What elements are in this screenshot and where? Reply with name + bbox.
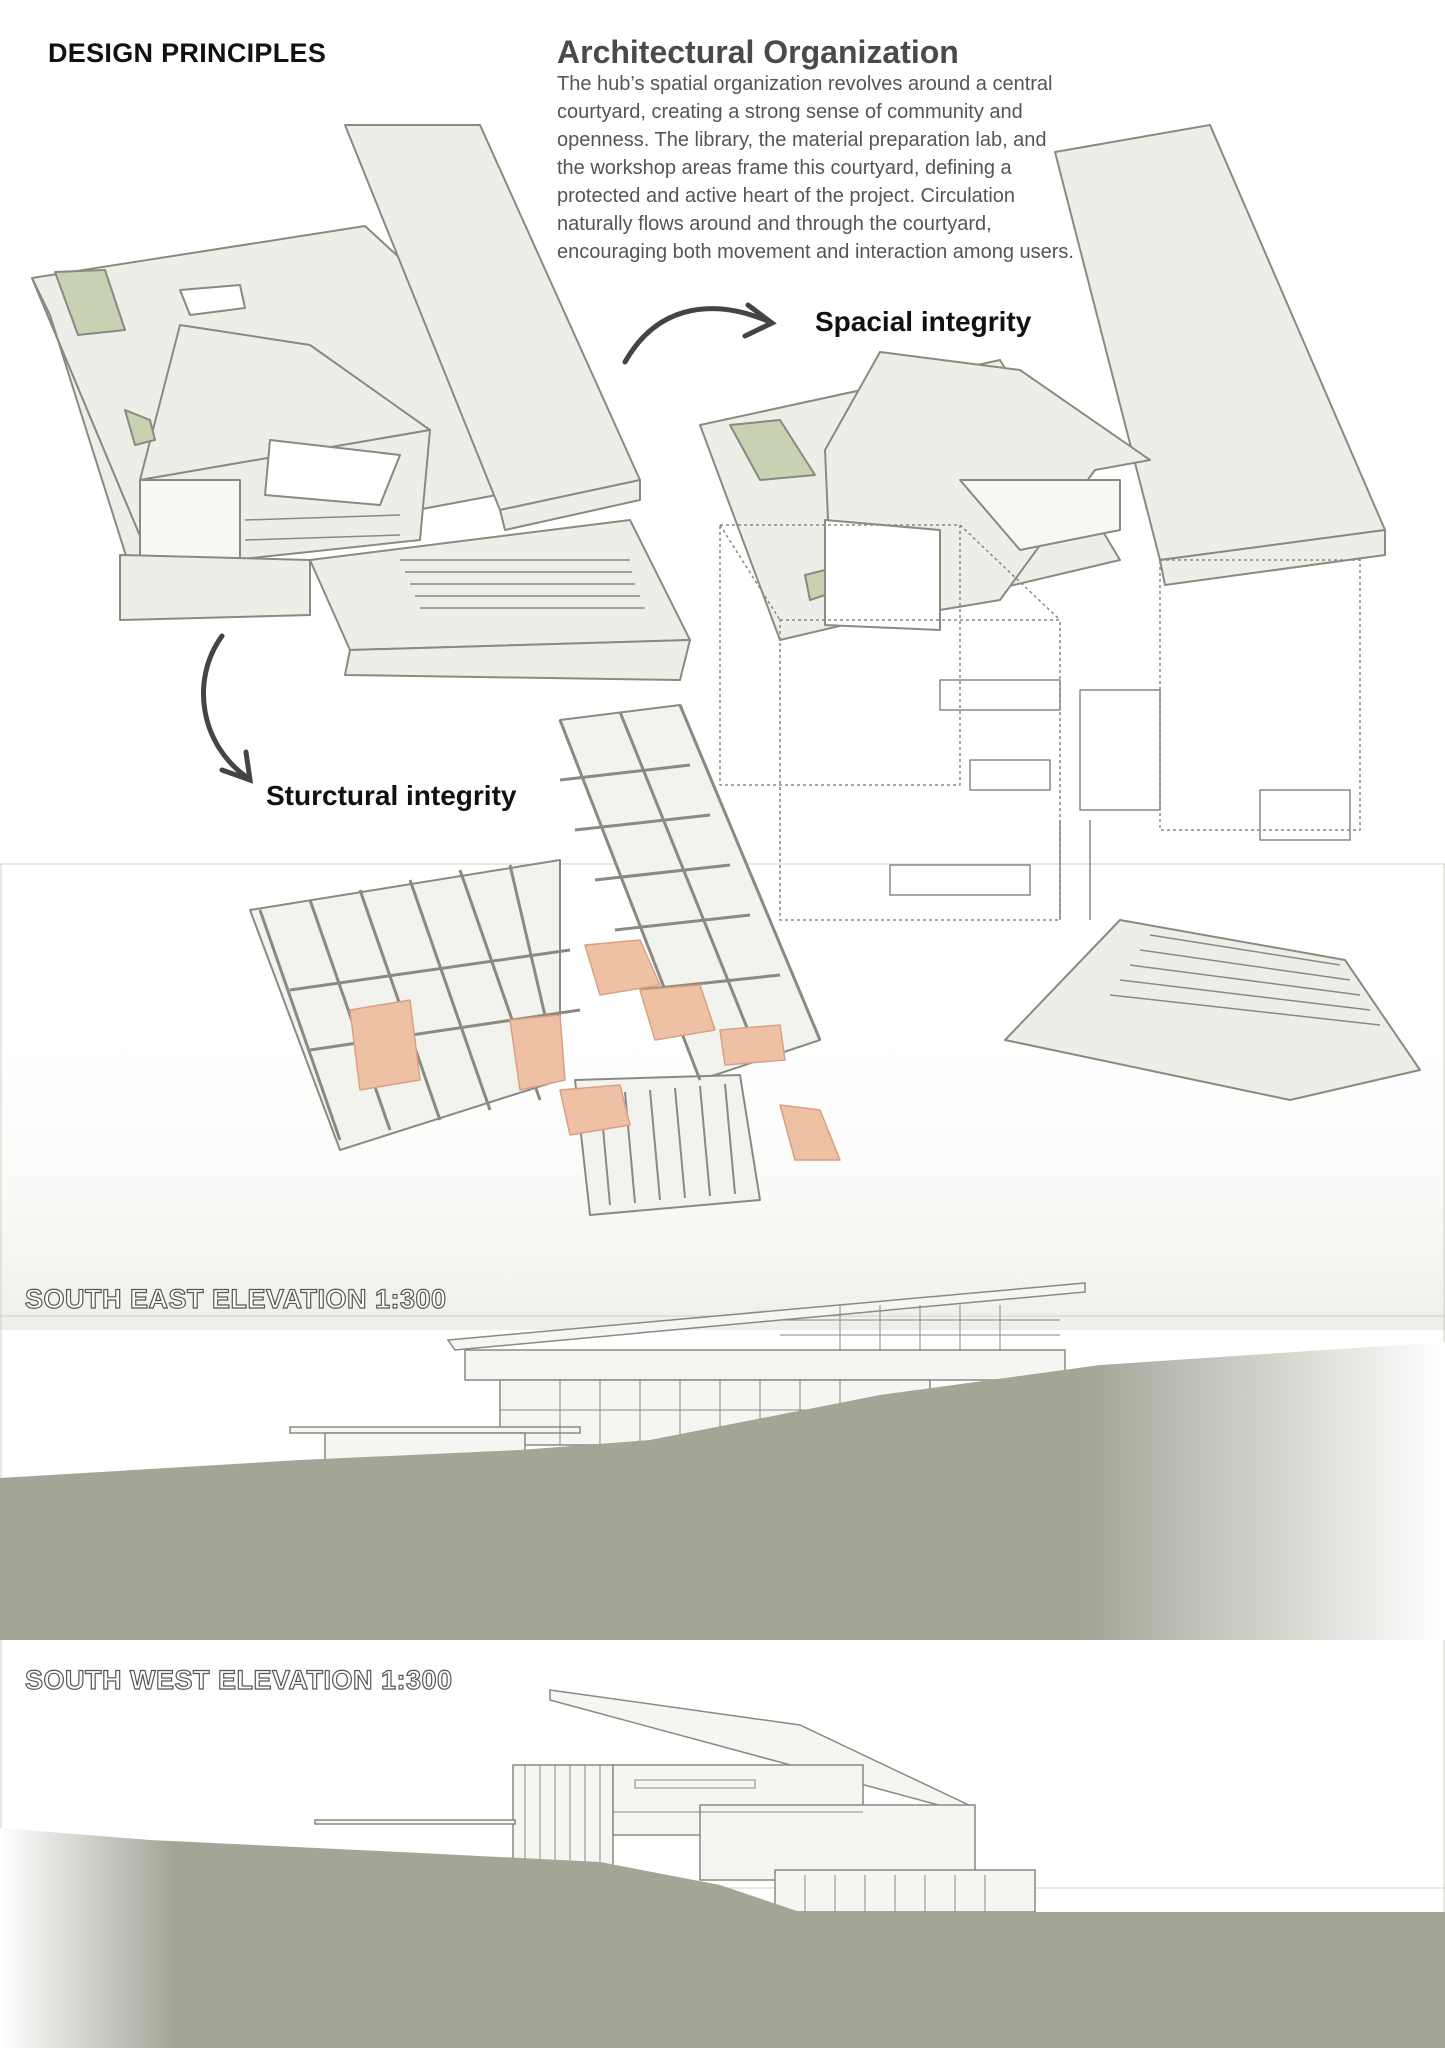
axonometric-structure bbox=[249, 704, 841, 1216]
axonometric-massing bbox=[31, 124, 691, 681]
terrain-south-east bbox=[0, 1342, 1445, 1640]
arrow-to-structural-icon bbox=[201, 633, 254, 784]
axonometric-spatial-exploded bbox=[699, 124, 1421, 1101]
south-west-elevation-title: SOUTH WEST ELEVATION 1:300 bbox=[24, 1664, 453, 1695]
organization-title: Architectural Organization bbox=[557, 34, 959, 70]
arrow-to-spatial-icon bbox=[622, 302, 777, 365]
structural-integrity-label: Sturctural integrity bbox=[266, 780, 517, 811]
spatial-integrity-label: Spacial integrity bbox=[815, 306, 1032, 337]
south-west-elevation bbox=[0, 1689, 1445, 2048]
circulation-volumes bbox=[349, 939, 841, 1161]
organization-description: The hub’s spatial organization revolves … bbox=[557, 73, 1074, 263]
section-heading: DESIGN PRINCIPLES bbox=[48, 38, 327, 68]
south-east-elevation-title: SOUTH EAST ELEVATION 1:300 bbox=[24, 1283, 447, 1314]
south-east-elevation bbox=[0, 1282, 1445, 1640]
terrain-south-west bbox=[0, 1828, 1445, 2048]
